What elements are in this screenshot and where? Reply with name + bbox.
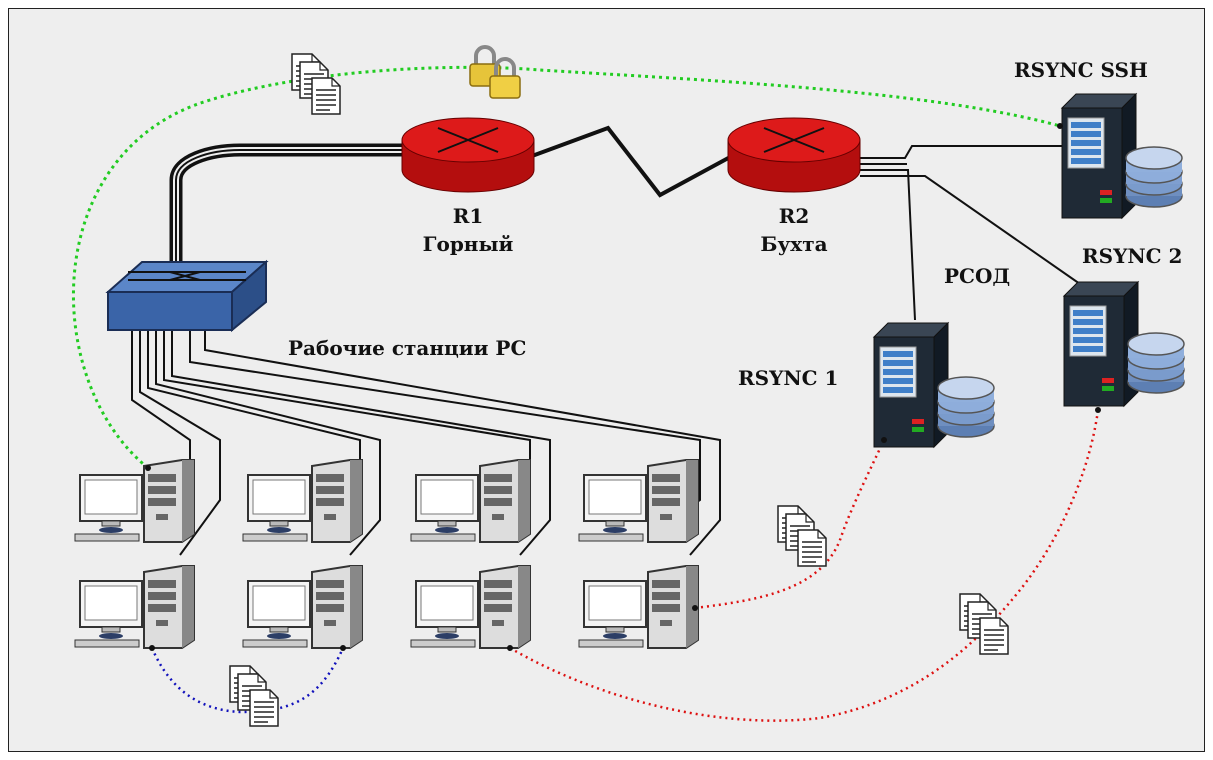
- server-icon: [873, 322, 949, 448]
- switch-icon: [105, 259, 269, 333]
- documents-icon: [778, 506, 826, 566]
- database-icon: [937, 376, 995, 438]
- switch-r1-link: [169, 143, 408, 262]
- workstations-label: Рабочие станции РС: [288, 336, 527, 360]
- r2-rsync-ssh-link: [860, 145, 1066, 159]
- local-link-blue: [150, 647, 345, 714]
- workstation-icon: [74, 565, 195, 649]
- router-r2-name: R2: [778, 204, 810, 228]
- rsod-label: РСОД: [944, 264, 1011, 288]
- r2-rsync1-link: [860, 169, 916, 321]
- database-icon: [1125, 146, 1183, 208]
- router-r1-place: Горный: [422, 232, 514, 256]
- workstation-icon: [242, 459, 363, 543]
- router-r1-name: R1: [452, 204, 484, 228]
- server-rsync2-label: RSYNC 2: [1082, 244, 1183, 268]
- workstation-icon: [74, 459, 195, 543]
- database-icon: [1127, 332, 1185, 394]
- documents-icon: [960, 594, 1008, 654]
- rsync-link-red-2: [509, 409, 1100, 722]
- server-icon: [1063, 281, 1139, 407]
- workstation-icon: [410, 565, 531, 649]
- wan-link: [531, 125, 733, 198]
- router-r1-label: R1 Горный: [423, 202, 514, 258]
- server-rsync1-label: RSYNC 1: [738, 366, 839, 390]
- router-icon: [401, 117, 535, 193]
- documents-icon: [230, 666, 278, 726]
- router-r2-label: R2 Бухта: [760, 202, 827, 258]
- server-icon: [1061, 93, 1137, 219]
- lock-icon: [469, 45, 521, 99]
- documents-icon: [292, 54, 340, 114]
- workstation-icon: [410, 459, 531, 543]
- workstation-icon: [578, 565, 699, 649]
- server-rsync-ssh-label: RSYNC SSH: [1014, 58, 1148, 82]
- router-r2-place: Бухта: [760, 232, 828, 256]
- rsync-link-red-1: [694, 439, 886, 610]
- workstation-icon: [242, 565, 363, 649]
- r2-rsync2-link: [860, 175, 1081, 285]
- workstation-icon: [578, 459, 699, 543]
- router-icon: [727, 117, 861, 193]
